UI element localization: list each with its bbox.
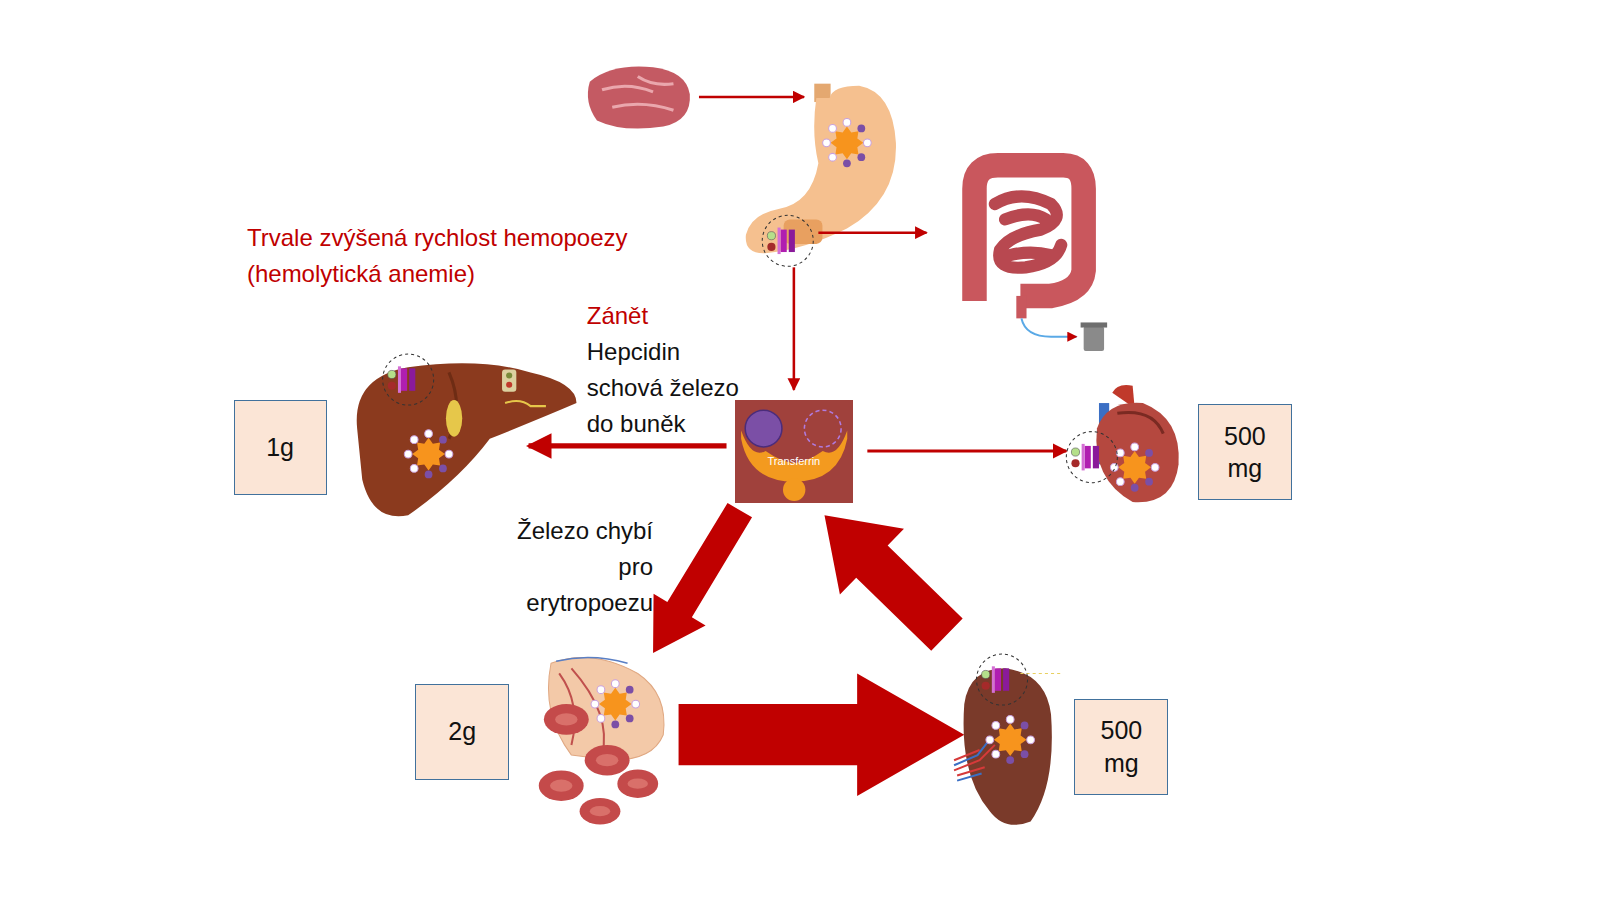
ferritin-symbol [986, 716, 1035, 765]
trash-lid [1081, 322, 1108, 327]
flow-arrow [529, 443, 727, 448]
heart-vessel [1117, 412, 1163, 433]
iron-amount-box: 1g [234, 400, 327, 495]
red-blood-cell-center [628, 779, 648, 789]
stomach [746, 86, 896, 254]
red-blood-cell [585, 745, 630, 776]
ferritin-symbol [823, 119, 872, 168]
excretion-line [1021, 318, 1076, 336]
iron-amount-box: 500 mg [1198, 404, 1292, 500]
transferrin-box: Transferrin [735, 400, 853, 503]
spleen-illustration [954, 654, 1061, 825]
condition-note: Zánět [587, 298, 709, 334]
meat [588, 67, 690, 129]
mechanism-note: Hepcidin schová železo do buněk [587, 334, 758, 442]
ferroportin-symbol [977, 654, 1028, 705]
flow-arrow [867, 449, 1066, 452]
intestine-illustration [974, 165, 1107, 351]
red-blood-cell [617, 769, 658, 798]
ferritin-symbol [404, 430, 453, 479]
small-intestine [995, 196, 1061, 267]
spleen-vein [954, 737, 992, 781]
liver-illustration [357, 354, 577, 516]
transferrin-graphic [735, 400, 853, 503]
heart-illustration [1066, 385, 1178, 502]
iron-ion [506, 382, 512, 388]
meat-marbling [602, 77, 673, 111]
mechanism-note: Železo chybí pro erytropoezu [500, 513, 653, 621]
iron-amount: 500 mg [1093, 714, 1149, 779]
iron-bound [745, 410, 782, 447]
red-blood-cell-center [550, 780, 572, 792]
red-blood-cell-center [590, 806, 610, 816]
bone-vessel [556, 658, 627, 664]
red-blood-cell-center [555, 713, 577, 725]
rectum [1016, 296, 1026, 318]
red-blood-cell [580, 798, 621, 825]
ferritin-symbol [1110, 443, 1159, 492]
red-blood-cell [539, 770, 584, 801]
trash-can [1084, 327, 1104, 351]
bone-marrow-illustration [539, 658, 664, 825]
red-blood-cell-center [596, 754, 618, 766]
bile-duct [505, 401, 546, 406]
big-flow-arrow [679, 673, 965, 795]
transferrin-anchor [783, 479, 805, 501]
ferroportin-symbol [762, 215, 813, 266]
ferroportin-symbol [1066, 432, 1117, 483]
iron-amount: 2g [434, 715, 490, 748]
heart [1096, 403, 1178, 502]
receptor-symbol [502, 369, 516, 391]
iron-ion [506, 372, 512, 378]
flow-arrow [699, 96, 804, 99]
meat-illustration [588, 67, 690, 129]
iron-amount-box: 2g [415, 684, 509, 780]
colon [974, 165, 1083, 301]
ferroportin-symbol [383, 354, 434, 405]
red-blood-cell [544, 704, 589, 735]
gallbladder [446, 400, 462, 437]
iron-amount-box: 500 mg [1074, 699, 1168, 795]
spleen-artery [954, 745, 995, 776]
flow-arrow [793, 267, 796, 389]
condition-note: Trvale zvýšená rychlost hemopoezy (hemol… [247, 220, 696, 292]
big-flow-arrow [824, 515, 962, 651]
big-flow-arrow [653, 503, 752, 653]
spleen [964, 668, 1052, 824]
protein-name: Transferrin [735, 455, 853, 467]
iron-amount: 1g [252, 431, 308, 464]
iron-amount: 500 mg [1217, 420, 1273, 485]
iron-free-site [804, 410, 841, 447]
flow-arrow [818, 231, 926, 234]
stomach-illustration [746, 84, 896, 267]
ferritin-symbol [591, 680, 640, 729]
